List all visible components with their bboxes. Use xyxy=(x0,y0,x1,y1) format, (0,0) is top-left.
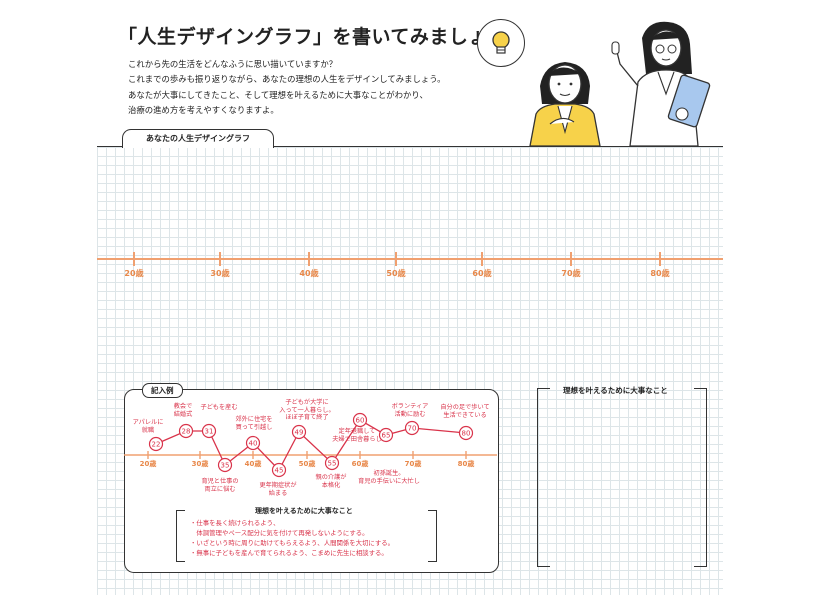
axis-tick xyxy=(308,252,310,266)
svg-text:70: 70 xyxy=(408,425,417,433)
illustration xyxy=(529,21,711,146)
bracket-right xyxy=(428,510,437,562)
doctor-figure-icon xyxy=(611,21,711,146)
example-point: 80 xyxy=(458,425,474,441)
example-chart: 22 28 31 35 40 45 49 55 60 65 70 80 xyxy=(124,412,497,478)
example-note-line: ・仕事を長く続けられるよう、 xyxy=(190,519,280,527)
svg-text:40: 40 xyxy=(249,440,258,448)
example-axis-label: 70歳 xyxy=(404,460,422,468)
axis-tick-label: 30歳 xyxy=(210,269,230,278)
lightbulb-icon xyxy=(492,31,510,54)
axis-tick-label: 50歳 xyxy=(386,269,406,278)
axis-tick-label: 80歳 xyxy=(650,269,670,278)
svg-text:31: 31 xyxy=(205,428,214,436)
example-event-label: 定年退職して 夫婦で田舎暮らし xyxy=(332,428,382,443)
example-event-label: 子どもが大学に 入って一人暮らし。 ほぼ子育て終了 xyxy=(279,399,335,422)
intro-line: これまでの歩みも振り返りながら、あなたの理想の人生をデザインしてみましょう。 xyxy=(128,74,446,85)
axis-tick xyxy=(133,252,135,266)
example-point: 65 xyxy=(378,427,394,443)
example-event-label: ボランティア 活動に励む xyxy=(391,403,429,418)
example-tab-label: 記入例 xyxy=(142,383,183,398)
example-event-label: アパレルに 就職 xyxy=(132,419,164,434)
example-axis-label: 60歳 xyxy=(351,460,369,468)
right-box-title: 理想を叶えるために大事なこと xyxy=(563,386,668,395)
age-axis xyxy=(97,258,723,260)
example-axis-label: 50歳 xyxy=(298,460,316,468)
svg-text:55: 55 xyxy=(328,460,337,468)
axis-tick-label: 40歳 xyxy=(299,269,319,278)
svg-text:65: 65 xyxy=(382,432,391,440)
svg-text:22: 22 xyxy=(152,441,161,449)
example-event-label: 親の介護が 本格化 xyxy=(315,474,347,489)
axis-tick xyxy=(570,252,572,266)
svg-text:45: 45 xyxy=(275,467,284,475)
patient-figure-icon xyxy=(529,62,601,146)
example-note-line: ・無事に子どもを産んで育てられるよう、こまめに先生に相談する。 xyxy=(190,549,388,557)
example-point: 55 xyxy=(324,455,340,471)
example-point: 28 xyxy=(178,423,194,439)
axis-tick-label: 20歳 xyxy=(124,269,144,278)
example-event-label: 初孫誕生。 育児の手伝いに大忙し xyxy=(358,470,420,485)
example-point: 31 xyxy=(201,423,217,439)
header: 「人生デザイングラフ」を書いてみましょう これから先の生活をどんなふうに思い描い… xyxy=(0,0,840,146)
example-note-line: 体調管理やペース配分に気を付けて再発しないようにする。 xyxy=(190,529,369,537)
graph-tab-label: あなたの人生デザイングラフ xyxy=(122,129,274,148)
right-box-writing-area[interactable] xyxy=(552,400,692,560)
example-point: 60 xyxy=(352,412,368,428)
axis-tick-label: 70歳 xyxy=(561,269,581,278)
example-event-label: 育児と仕事の 両立に悩む xyxy=(201,478,239,493)
example-point: 35 xyxy=(217,457,233,473)
example-notes-title: 理想を叶えるために大事なこと xyxy=(255,507,353,515)
bracket-left xyxy=(176,510,185,562)
intro-line: これから先の生活をどんなふうに思い描いていますか？ xyxy=(128,59,338,69)
example-axis-label: 80歳 xyxy=(457,460,475,468)
example-event-label: 郊外に住宅を 買って引越し xyxy=(235,416,273,431)
svg-text:80: 80 xyxy=(462,430,471,438)
example-point: 22 xyxy=(148,436,164,452)
example-axis-label: 20歳 xyxy=(139,460,157,468)
axis-tick xyxy=(659,252,661,266)
axis-tick xyxy=(395,252,397,266)
axis-tick xyxy=(481,252,483,266)
intro-text: これから先の生活をどんなふうに思い描いていますか？ これまでの歩みも振り返りなが… xyxy=(128,57,446,118)
example-axis-label: 30歳 xyxy=(191,460,209,468)
example-event-label: 更年期症状が 始まる xyxy=(259,482,297,497)
example-note-line: ・いざという時に周りに助けてもらえるよう、人間関係を大切にする。 xyxy=(190,539,395,547)
example-point: 40 xyxy=(245,435,261,451)
page-title: 「人生デザイングラフ」を書いてみましょう xyxy=(118,26,508,48)
example-event-label: 自分の足で歩いて 生活できている xyxy=(440,404,490,419)
axis-tick xyxy=(219,252,221,266)
svg-text:35: 35 xyxy=(221,462,230,470)
svg-text:49: 49 xyxy=(295,429,304,437)
axis-tick-label: 60歳 xyxy=(472,269,492,278)
intro-line: あなたが大事にしてきたこと、そして理想を叶えるために大事なことがわかり、 xyxy=(128,89,428,100)
svg-text:28: 28 xyxy=(182,428,191,436)
example-axis-label: 40歳 xyxy=(244,460,262,468)
example-point: 49 xyxy=(291,424,307,440)
svg-text:60: 60 xyxy=(356,417,365,425)
right-bracket-right xyxy=(694,388,707,567)
example-notes: ・仕事を長く続けられるよう、 体調管理やペース配分に気を付けて再発しないようにす… xyxy=(190,518,394,558)
intro-line: 治療の進め方を考えやすくなりますよ。 xyxy=(128,104,279,115)
example-point: 45 xyxy=(271,462,287,478)
right-bracket-left xyxy=(537,388,550,567)
example-point: 70 xyxy=(404,420,420,436)
example-event-label: 子どもを産む xyxy=(200,404,238,411)
speech-bubble xyxy=(477,19,525,67)
example-event-label: 教会で 結婚式 xyxy=(173,403,193,418)
